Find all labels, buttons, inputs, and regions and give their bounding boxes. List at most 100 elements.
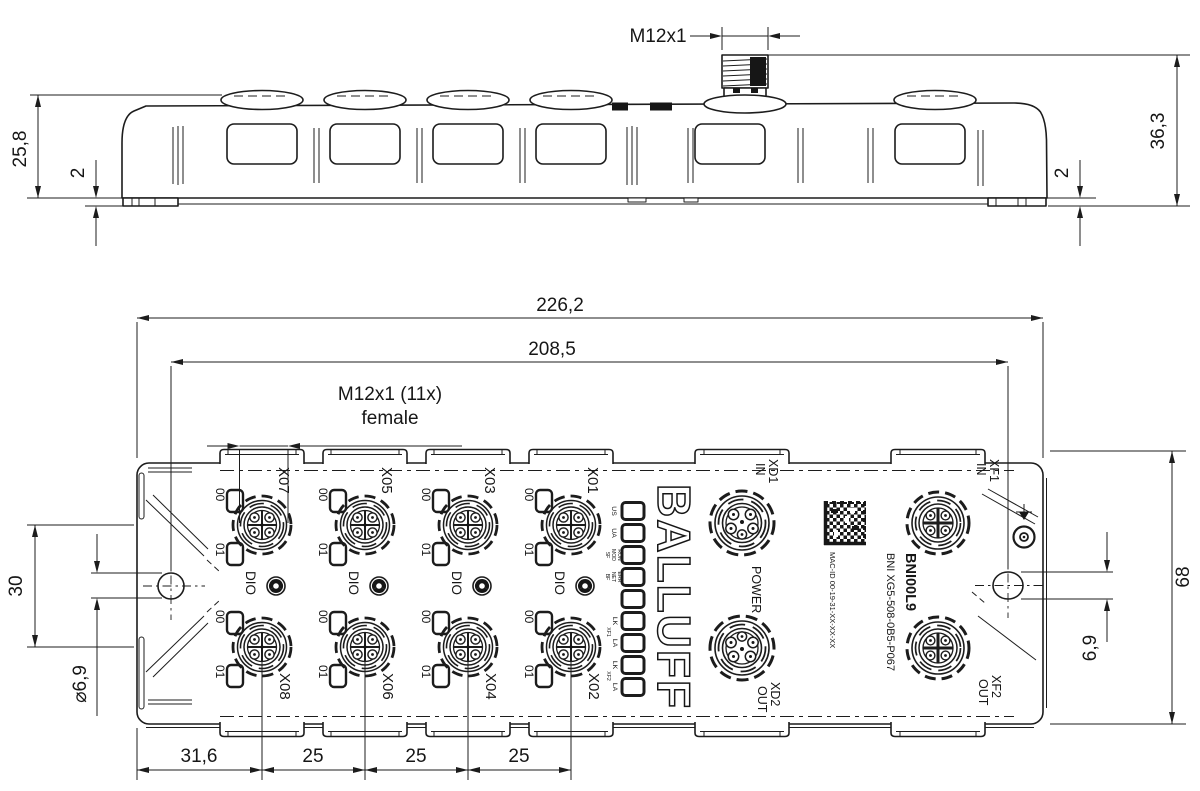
io-ports: X07 00 01 X05 00 01 X03 00 01 — [213, 467, 602, 700]
xd2-dir: OUT — [755, 686, 769, 713]
port-x03-label: X03 — [481, 467, 498, 494]
led-err-label: ERR — [616, 572, 622, 583]
front-view: X07 00 01 X05 00 01 X03 00 01 — [6, 295, 1194, 780]
led-la1-label: LA — [611, 639, 618, 648]
led-mod-label: MOD — [610, 549, 616, 561]
led-us-label: US — [610, 506, 617, 516]
side-ribs — [172, 126, 984, 186]
port-x01-label: X01 — [584, 467, 601, 494]
dim-row-spacing: 30 — [6, 524, 134, 648]
port-x01: X01 00 01 — [522, 467, 602, 567]
port-x08-led01: 01 — [213, 665, 227, 679]
dim-body-height-value: 25,8 — [10, 131, 31, 168]
side-led-strip-mark2 — [650, 102, 672, 111]
side-view-module — [121, 54, 1048, 207]
front-caps-top — [219, 448, 986, 465]
front-view-dimensions: 226,2 208,5 M12x1 (11x) fe — [6, 295, 1194, 780]
led-net-label: NET — [610, 572, 616, 583]
xf1-dir: IN — [974, 463, 988, 476]
mounting-hole-left — [143, 556, 205, 620]
device-mac-id: MAC-ID 00-19-31-XX-XX-XX — [828, 552, 837, 648]
port-x05-led01: 01 — [316, 543, 330, 557]
port-x05: X05 00 01 — [316, 467, 396, 567]
dim-foot-left-value: 2 — [68, 168, 89, 179]
port-x08-label: X08 — [276, 673, 293, 700]
dio-label-2: DIO — [346, 571, 361, 595]
dio-labels: DIO DIO DIO DIO — [243, 571, 595, 597]
led-group1-label: XF1 — [605, 627, 611, 637]
port-x06: X06 00 01 — [316, 610, 396, 700]
dim-width-total-value: 226,2 — [536, 295, 584, 316]
balluff-logo: BALLUFF — [648, 484, 700, 710]
side-connector-caps — [220, 89, 977, 111]
port-x08-led00: 00 — [213, 610, 227, 624]
port-x02: X02 00 01 — [522, 610, 602, 700]
port-x06-led00: 00 — [316, 610, 330, 624]
dim-offset-first-value: 31,6 — [181, 746, 218, 767]
port-x05-label: X05 — [378, 467, 395, 494]
network-ports: XD1 IN POWER XD2 OUT XF1 IN XF2 OUT — [708, 459, 1003, 713]
status-led-strip: US UA RUN MOD SF ERR NET BF LK LA XF1 LK… — [604, 501, 646, 697]
led-bf-label: BF — [604, 574, 610, 581]
port-x07-led00: 00 — [213, 488, 227, 502]
dio-label-3: DIO — [449, 571, 464, 595]
dim-connector-note: M12x1 (11x) female — [207, 384, 462, 523]
dio-label-1: DIO — [243, 571, 258, 595]
side-led-strip-mark — [612, 102, 628, 111]
side-feet — [122, 197, 1047, 207]
port-x04-label: X04 — [482, 673, 499, 700]
dim-bottom-pitches: 31,6 25 25 25 — [136, 662, 572, 780]
dim-hole-diameter: ⌀6,9 — [70, 534, 162, 716]
datamatrix-code — [823, 501, 866, 546]
xf2-dir: OUT — [976, 679, 990, 706]
port-x02-led01: 01 — [522, 665, 536, 679]
xd2-label: XD2 — [768, 682, 782, 706]
dim-width-total: 226,2 — [136, 295, 1044, 458]
led-run-label: RUN — [616, 549, 622, 560]
dio-label-4: DIO — [552, 571, 567, 595]
port-x04-led00: 00 — [419, 610, 433, 624]
ground-screw — [1012, 504, 1036, 549]
dim-foot-left: 2 — [68, 160, 123, 246]
mounting-hole-right — [975, 554, 1044, 618]
port-x03: X03 00 01 — [419, 467, 499, 567]
led-lk2-label: LK — [611, 661, 618, 670]
port-x05-led00: 00 — [316, 488, 330, 502]
led-sf-label: SF — [604, 552, 610, 559]
label-plate: BNI00L9 BNI XG5-508-0B5-P067 MAC-ID 00-1… — [823, 501, 918, 671]
led-lk1-label: LK — [611, 617, 618, 626]
dim-height: 68 — [1050, 450, 1194, 725]
dim-pitch3-value: 25 — [508, 746, 529, 767]
port-x02-led00: 00 — [522, 610, 536, 624]
device-order-code: BNI XG5-508-0B5-P067 — [884, 553, 896, 671]
led-group2-label: XF2 — [605, 671, 611, 681]
dim-slot-height: 6,9 — [1021, 532, 1113, 661]
dim-total-height-value: 36,3 — [1148, 113, 1169, 150]
port-x07-label: X07 — [275, 467, 292, 494]
led-la2-label: LA — [611, 683, 618, 692]
side-module-body — [121, 102, 1048, 199]
side-view: 25,8 2 M12x1 — [10, 26, 1190, 246]
side-m12-plug — [703, 54, 787, 114]
xf2-label: XF2 — [989, 675, 1003, 698]
dim-foot-right: 2 — [1047, 160, 1096, 246]
dim-thread-value: M12x1 — [629, 26, 686, 47]
dim-row-spacing-value: 30 — [6, 575, 27, 596]
port-x03-led01: 01 — [419, 543, 433, 557]
port-x04-led01: 01 — [419, 665, 433, 679]
port-x07-led01: 01 — [213, 543, 227, 557]
device-short-code: BNI00L9 — [902, 553, 918, 611]
connector-note-line2: female — [361, 408, 418, 429]
dim-height-value: 68 — [1173, 566, 1194, 587]
side-label-windows — [226, 123, 966, 165]
port-x02-label: X02 — [585, 673, 602, 700]
xd1-label: XD1 — [766, 459, 780, 483]
xd1-dir: IN — [753, 463, 767, 476]
port-x08: X08 00 01 — [213, 610, 293, 700]
port-x06-label: X06 — [379, 673, 396, 700]
dim-hole-spacing-value: 208,5 — [528, 339, 576, 360]
dim-total-height: 36,3 — [768, 54, 1190, 207]
led-ua-label: UA — [610, 528, 617, 538]
